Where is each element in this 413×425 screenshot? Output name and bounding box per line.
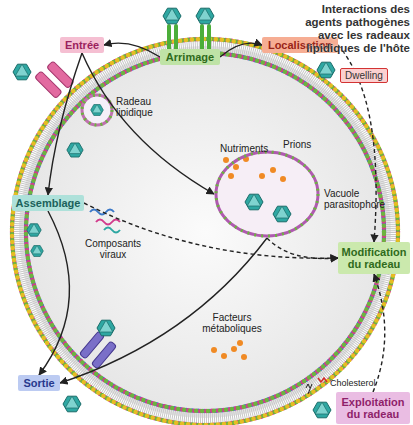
process-arrow bbox=[39, 211, 69, 375]
stage-label: Entrée bbox=[60, 37, 104, 53]
nutrient bbox=[280, 176, 286, 182]
virus bbox=[163, 8, 181, 24]
node-text: Entrée bbox=[65, 39, 99, 51]
node-text: Dwelling bbox=[345, 70, 383, 82]
vacuole-outline bbox=[214, 150, 320, 238]
virus bbox=[63, 396, 81, 412]
lipid-heads bbox=[26, 53, 384, 411]
metabolic-factor bbox=[237, 340, 243, 346]
metabolic-factor bbox=[211, 347, 217, 353]
node-text: Exploitation du radeau bbox=[336, 396, 410, 420]
text-label: Cholesterol bbox=[330, 378, 386, 389]
text-label: Radeau lipidique bbox=[116, 96, 168, 118]
virus bbox=[313, 402, 331, 418]
lipid-heads bbox=[26, 53, 384, 411]
nutrient bbox=[270, 167, 276, 173]
raft-vesicle bbox=[82, 95, 112, 125]
stage-label: Arrimage bbox=[160, 49, 220, 65]
virus bbox=[67, 143, 83, 157]
nutrient bbox=[228, 173, 234, 179]
nutrient bbox=[233, 164, 239, 170]
vacuole: Vacuole parasitophore bbox=[214, 150, 320, 238]
node-text: Arrimage bbox=[166, 51, 214, 63]
stage-label: Modification du radeau bbox=[338, 242, 410, 274]
lipid-tails bbox=[19, 46, 391, 418]
node-text: Sortie bbox=[23, 377, 54, 389]
virus bbox=[196, 8, 214, 24]
viral-component bbox=[96, 220, 120, 225]
process-arrow bbox=[104, 43, 160, 57]
vacuole-membrane bbox=[216, 152, 318, 236]
text-label: Nutriments bbox=[220, 143, 280, 154]
virus bbox=[245, 194, 263, 210]
metabolic-factor bbox=[221, 353, 227, 359]
entry-channel bbox=[47, 61, 75, 89]
raft-vesicle bbox=[82, 95, 112, 125]
nutrient bbox=[259, 173, 265, 179]
virus bbox=[91, 105, 104, 116]
process-arrow bbox=[220, 43, 262, 57]
node-text: Assemblage bbox=[16, 197, 81, 209]
stage-label: Sortie bbox=[18, 375, 60, 391]
virus bbox=[317, 62, 335, 78]
metabolic-factor bbox=[241, 354, 247, 360]
process-arrow bbox=[60, 238, 267, 383]
viral-component bbox=[90, 210, 114, 215]
cell-interior bbox=[19, 46, 391, 418]
text-label: Prions bbox=[283, 139, 323, 150]
diagram-title: Interactions des agents pathogènes avec … bbox=[288, 3, 410, 55]
tag-box: Dwelling bbox=[340, 68, 388, 83]
vacuole-lumen bbox=[216, 152, 318, 236]
node-text: Modification du radeau bbox=[338, 246, 410, 270]
vacuole-raft bbox=[216, 152, 318, 236]
text-label: Composants viraux bbox=[80, 238, 146, 260]
dashed-arrow bbox=[373, 274, 385, 392]
process-arrow bbox=[48, 53, 82, 195]
stage-label: Assemblage bbox=[12, 195, 84, 211]
stage-label: Exploitation du radeau bbox=[336, 392, 410, 424]
node-label: Vacuole parasitophore bbox=[324, 188, 394, 210]
nutrient bbox=[223, 157, 229, 163]
cholesterol-symbol bbox=[318, 378, 327, 382]
virus bbox=[13, 64, 31, 80]
metabolic-factor bbox=[231, 346, 237, 352]
virus bbox=[273, 206, 291, 222]
text-label: Facteurs métaboliques bbox=[192, 312, 272, 334]
cholesterol-arrow bbox=[306, 384, 312, 394]
process-arrow bbox=[82, 53, 214, 194]
exit-channel bbox=[91, 341, 116, 369]
lipid-heads bbox=[26, 53, 384, 411]
virus bbox=[27, 224, 41, 236]
lipid-heads bbox=[12, 39, 398, 425]
virus bbox=[97, 320, 115, 336]
dashed-arrow bbox=[267, 238, 338, 259]
virus bbox=[31, 246, 44, 257]
lipid-heads bbox=[12, 39, 398, 425]
viral-component bbox=[104, 228, 120, 233]
lipid-heads bbox=[12, 39, 398, 425]
